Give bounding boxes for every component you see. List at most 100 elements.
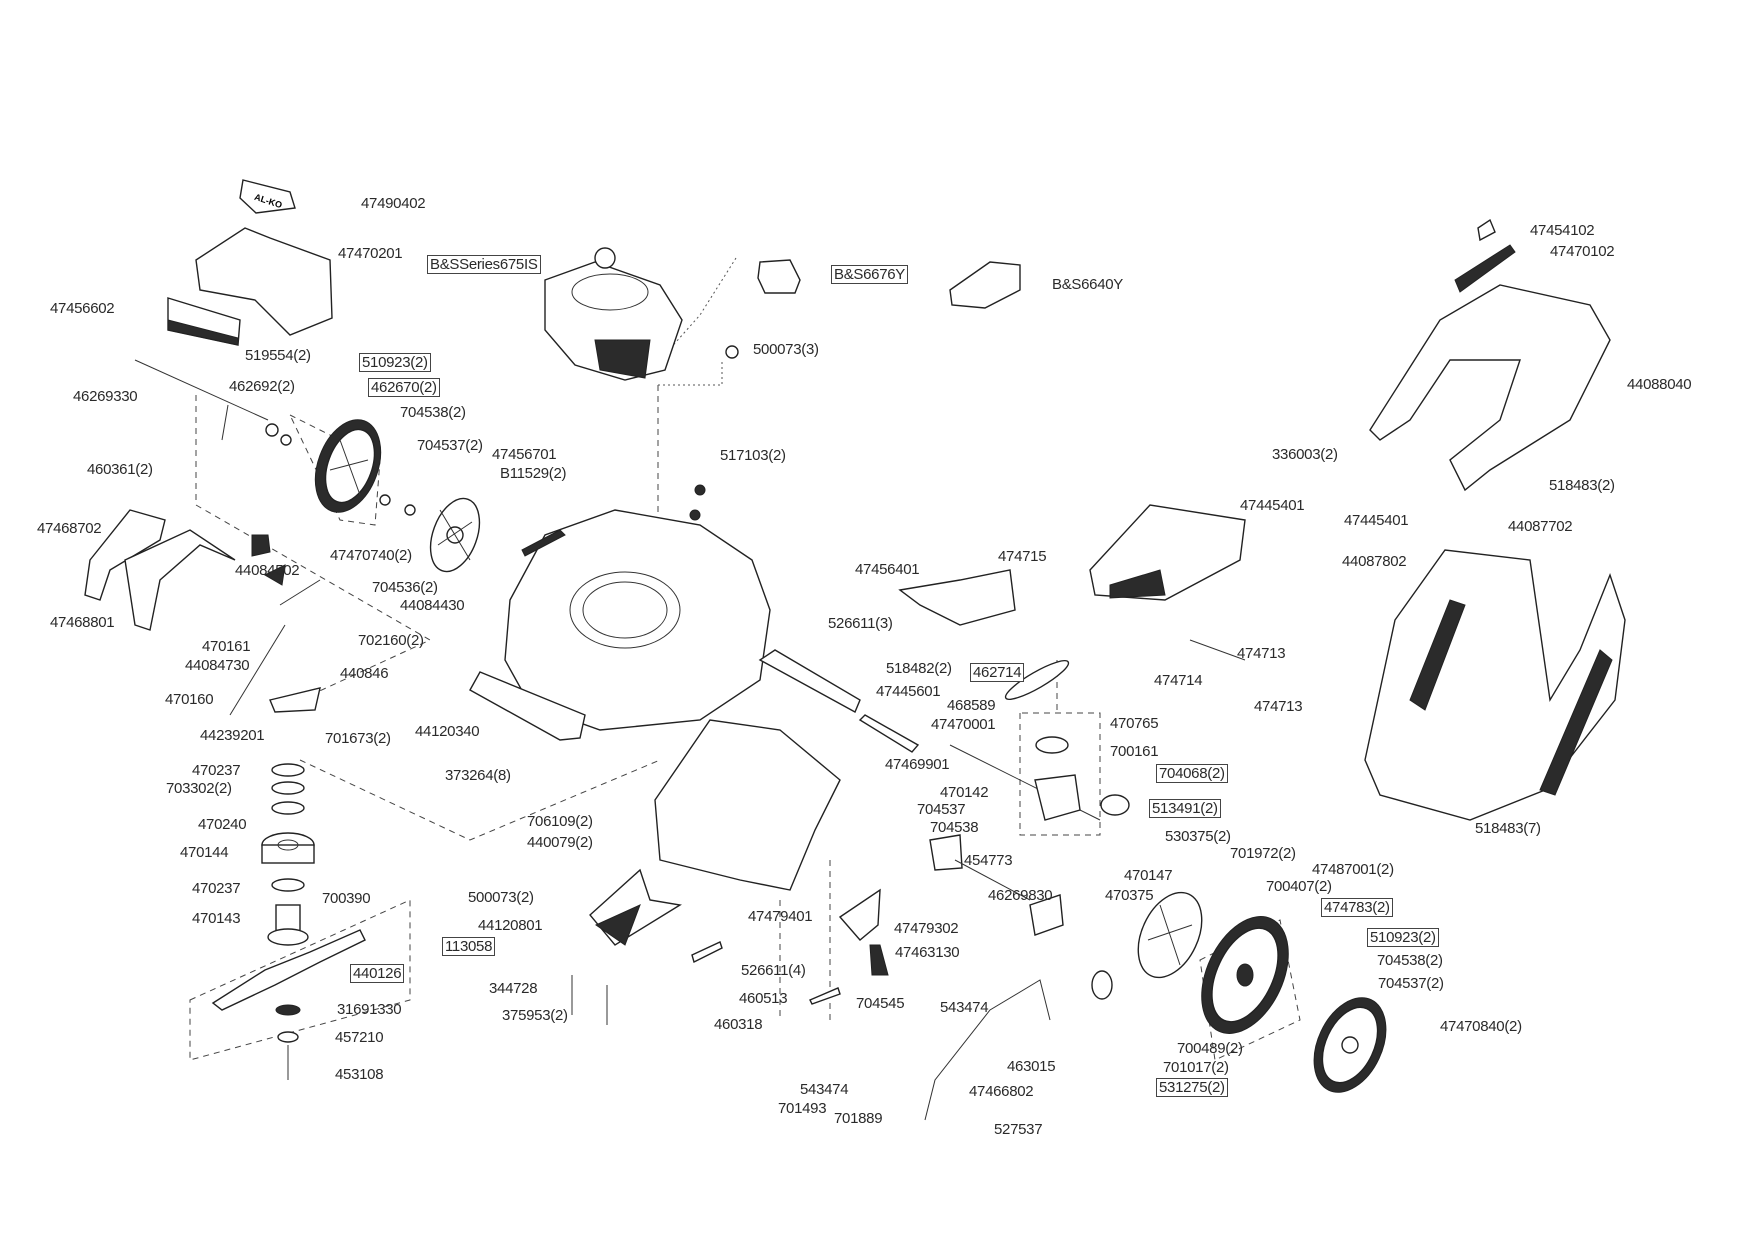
part-label: 704537(2) [417,437,483,454]
plate-46269830-right [1029,894,1064,936]
part-label: 703302(2) [166,780,232,797]
washer-462692 [265,423,279,437]
part-label-boxed: 513491(2) [1149,799,1221,818]
part-label: 519554(2) [245,347,311,364]
washer-703302-b [271,801,305,815]
part-label: 44087802 [1342,553,1407,570]
part-label: 47470102 [1550,243,1615,260]
washer-704538 [379,494,391,506]
part-label: 454773 [964,852,1013,869]
part-label: 530375(2) [1165,828,1231,845]
part-label: 700390 [322,890,371,907]
part-label: 373264(8) [445,767,511,784]
part-label: 46269830 [988,887,1053,904]
part-label: 440079(2) [527,834,593,851]
washer-519554 [280,434,292,446]
part-label: 518483(7) [1475,820,1541,837]
part-label: 460318 [714,1016,763,1033]
part-label: 700407(2) [1266,878,1332,895]
flap-47445401 [1089,504,1246,601]
part-label: 31691330 [337,1001,402,1018]
washer-703302 [271,781,305,795]
part-label: 518482(2) [886,660,952,677]
part-label-boxed: 462714 [970,663,1025,682]
part-label: 44087702 [1508,518,1573,535]
part-label: 470161 [202,638,251,655]
part-label: 47445601 [876,683,941,700]
rear-axle [954,859,1031,901]
part-label: 470143 [192,910,241,927]
bracket-460318 [691,941,723,964]
spring-460361 [221,404,229,441]
part-label: 47490402 [361,195,426,212]
gearbox-470142 [1034,736,1081,821]
hubcap-47470840 [1313,997,1387,1093]
rod-470160 [229,624,286,716]
pin-460513 [809,987,841,1005]
part-label: 44084430 [400,597,465,614]
part-label: 47487001(2) [1312,861,1394,878]
part-label: 468589 [947,697,996,714]
part-label: 701889 [834,1110,883,1127]
charger-bs6640y [949,261,1021,309]
part-label: 500073(2) [468,889,534,906]
part-label: 517103(2) [720,447,786,464]
spacer-517103-b [689,509,701,521]
part-label: 704537(2) [1378,975,1444,992]
part-label: 460513 [739,990,788,1007]
part-label: 527537 [994,1121,1043,1138]
battery-bs6676y [757,259,801,294]
rod-474713 [1189,639,1246,661]
part-label-boxed: 510923(2) [359,353,431,372]
part-label: 47479401 [748,908,813,925]
part-label: 701493 [778,1100,827,1117]
part-label: 526611(4) [741,962,806,979]
part-label: 47470740(2) [330,547,412,564]
part-label: B11529(2) [500,465,567,482]
part-label: 543474 [940,999,989,1016]
part-label: 47470001 [931,716,996,733]
part-label: 453108 [335,1066,384,1083]
part-label: 44239201 [200,727,265,744]
part-label: 47468801 [50,614,115,631]
part-label: 44084730 [185,657,250,674]
engine-cover-47470201 [195,227,333,336]
part-label: 47470201 [338,245,403,262]
washer-457210 [277,1031,299,1043]
part-label: 474713 [1254,698,1303,715]
handle-cap-47454102 [1477,218,1496,242]
washer-31691330 [275,1004,301,1016]
washer-470237 [271,763,305,777]
lever-44239201 [269,687,321,713]
mulch-plug-shade [594,904,641,946]
part-label: 44088040 [1627,376,1692,393]
deck-44120340 [469,509,771,741]
part-label: 344728 [489,980,538,997]
gear-ring-47487001 [1137,891,1203,979]
grille-shading [167,319,239,346]
part-label: 704545 [856,995,905,1012]
part-label: 500073(3) [753,341,819,358]
handle-44088040 [1369,284,1611,492]
part-label-boxed: 440126 [350,964,405,983]
blade-440126 [211,929,366,1011]
rear-housing-47469901 [654,719,841,891]
axle-46269330 [134,359,269,421]
plate-46269830 [929,834,963,871]
part-label: 47469901 [885,756,950,773]
part-label-boxed: B&S6676Y [831,265,908,284]
part-label-boxed: 531275(2) [1156,1078,1228,1097]
part-label: 47456602 [50,300,115,317]
nut-500073 [725,345,739,359]
part-label-boxed: 704068(2) [1156,764,1228,783]
plate-47470001 [858,714,920,753]
logo-plate-47490402: AL-KO [239,179,296,214]
handle-grip-47470102 [1454,244,1516,293]
part-label: 470237 [192,880,241,897]
part-label: 47466802 [969,1083,1034,1100]
part-label: 706109(2) [527,813,593,830]
part-label: 440846 [340,665,389,682]
nut-704537 [404,504,416,516]
part-label-boxed: 510923(2) [1367,928,1439,947]
